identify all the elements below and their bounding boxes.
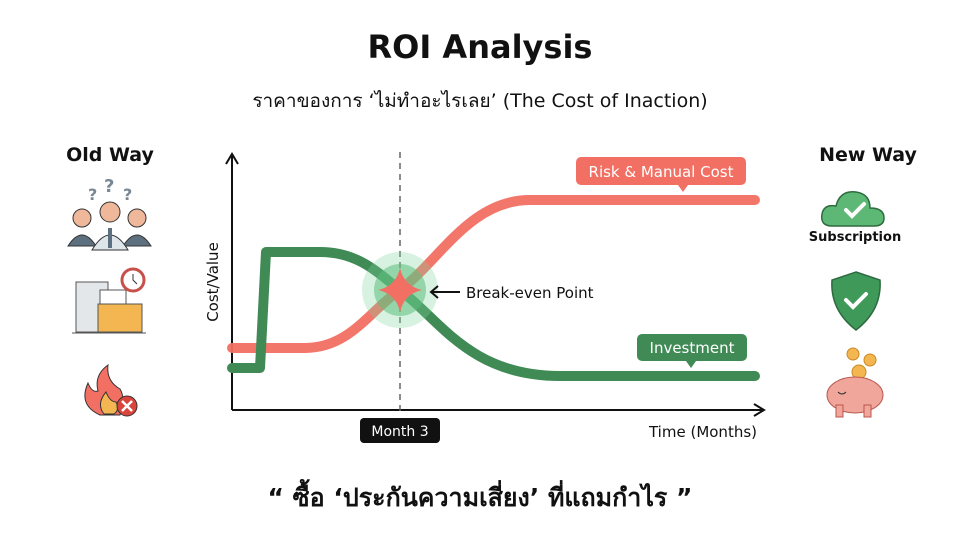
investment-label: Investment	[650, 339, 735, 357]
month-3-label: Month 3	[371, 424, 428, 440]
month-3-badge: Month 3	[360, 418, 440, 443]
y-axis-label: Cost/Value	[204, 242, 222, 322]
risk-cost-line	[227, 195, 760, 353]
svg-text:?: ?	[123, 185, 132, 204]
shield-check-icon	[831, 271, 881, 331]
cloud-check-icon	[820, 191, 885, 227]
page-title: ROI Analysis	[367, 28, 593, 66]
break-even-marker	[362, 252, 438, 328]
svg-text:?: ?	[104, 176, 114, 197]
confused-people-icon: ? ? ?	[67, 176, 152, 251]
page-subtitle: ราคาของการ ‘ไม่ทำอะไรเลย’ (The Cost of I…	[252, 90, 708, 112]
risk-label: Risk & Manual Cost	[589, 163, 734, 181]
break-even-label: Break-even Point	[466, 284, 594, 302]
fire-error-icon	[84, 363, 138, 417]
risk-label-pill: Risk & Manual Cost	[576, 157, 746, 192]
paperwork-clock-icon	[72, 267, 146, 334]
break-even-arrow-icon	[429, 285, 460, 299]
new-way-heading: New Way	[819, 144, 917, 166]
subscription-label: Subscription	[808, 230, 902, 245]
svg-text:?: ?	[88, 185, 97, 204]
x-axis-label: Time (Months)	[648, 423, 757, 441]
investment-label-pill: Investment	[637, 334, 747, 368]
closing-quote: “ ซื้อ ‘ประกันความเสี่ยง’ ที่แถมกำไร ”	[267, 483, 693, 512]
piggy-bank-icon	[826, 347, 884, 418]
old-way-heading: Old Way	[66, 144, 154, 166]
